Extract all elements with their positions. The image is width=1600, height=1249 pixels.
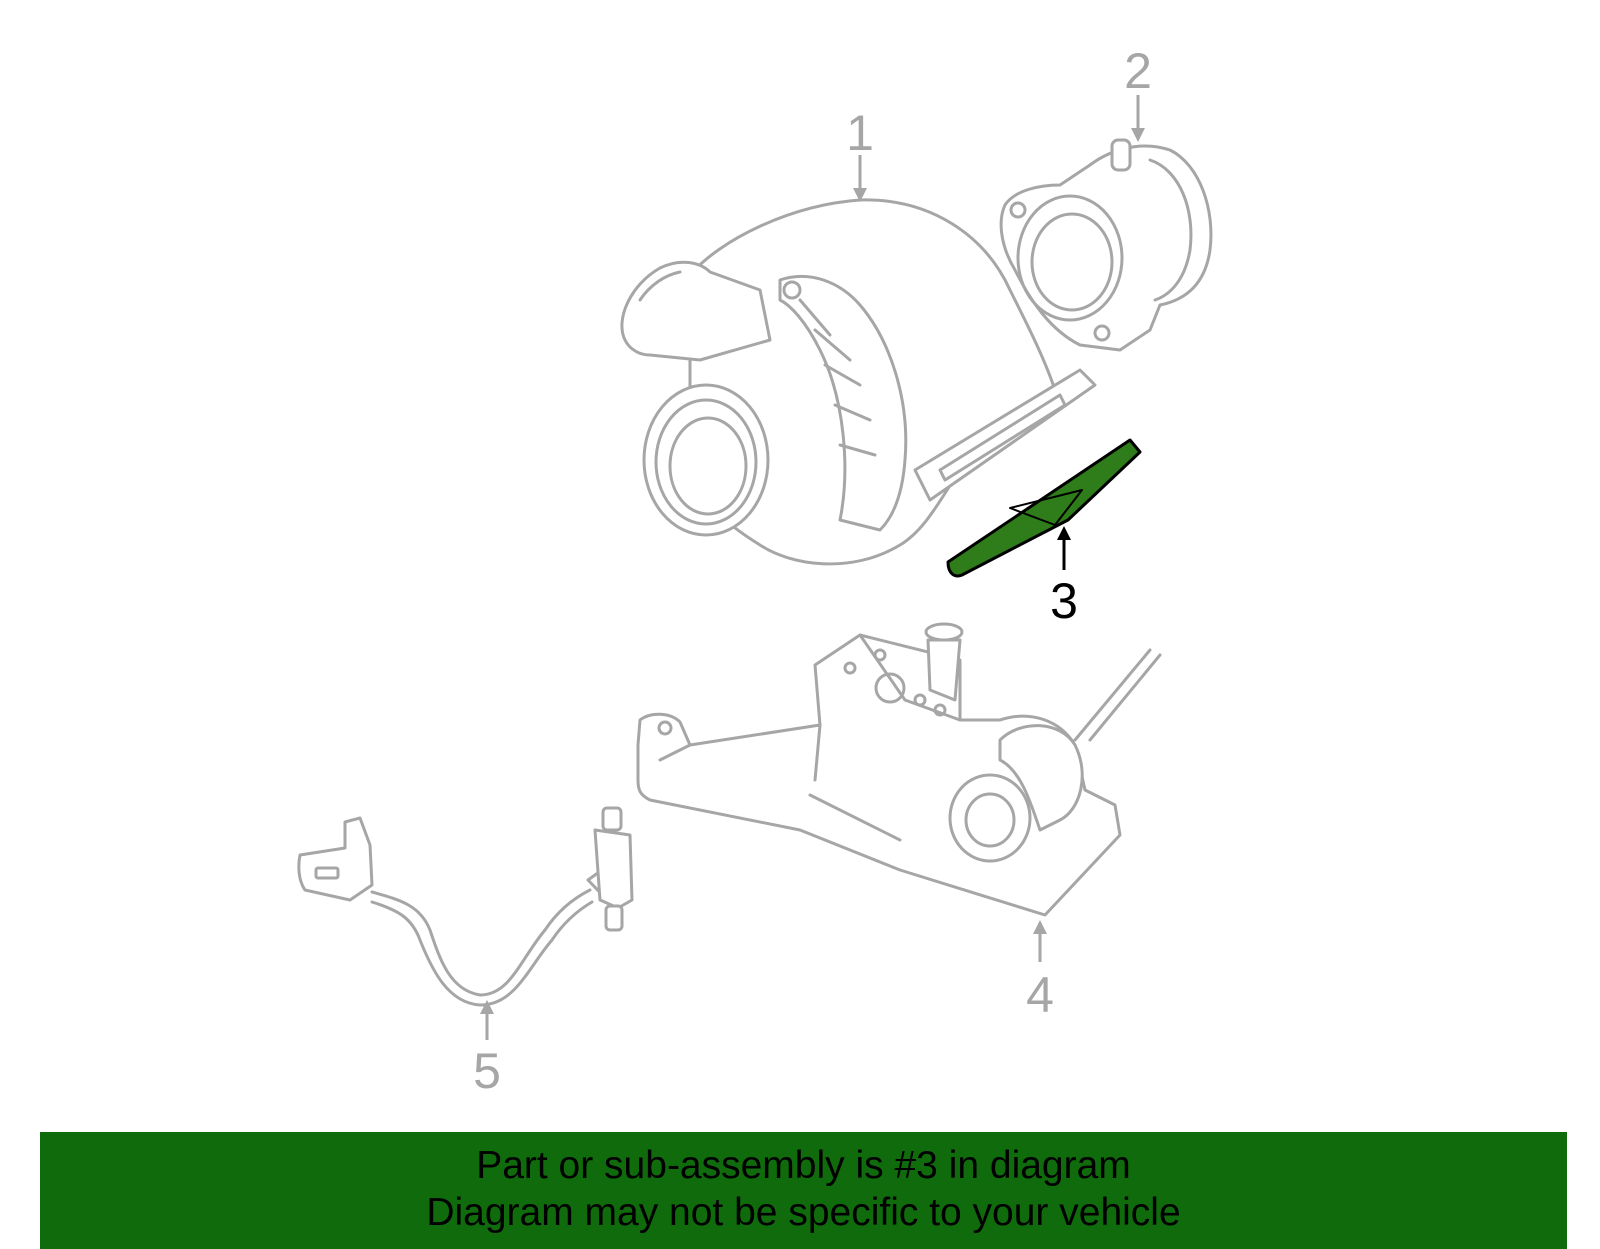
callout-label: 2 [1124,43,1152,99]
callout-label: 3 [1050,573,1078,629]
callout-3-selected[interactable]: 3 [1050,526,1078,629]
banner-line-2: Diagram may not be specific to your vehi… [426,1191,1181,1234]
turbocharger-part-1 [620,198,1097,566]
bracket-part-4 [636,622,1162,917]
callout-5: 5 [473,1000,501,1099]
parts-diagram: 1 2 3 4 5 [297,43,1213,1099]
info-banner: Part or sub-assembly is #3 in diagram Di… [40,1132,1567,1249]
flange-part-2 [999,138,1213,352]
banner-line-1: Part or sub-assembly is #3 in diagram [476,1144,1131,1187]
sensor-harness-part-5 [297,806,634,1007]
callout-label: 4 [1026,967,1054,1023]
callout-label: 5 [473,1043,501,1099]
callout-2: 2 [1124,43,1152,142]
callout-label: 1 [846,105,874,161]
gasket-part-3 [946,438,1142,578]
callout-4: 4 [1026,920,1054,1023]
callout-1: 1 [846,105,874,202]
